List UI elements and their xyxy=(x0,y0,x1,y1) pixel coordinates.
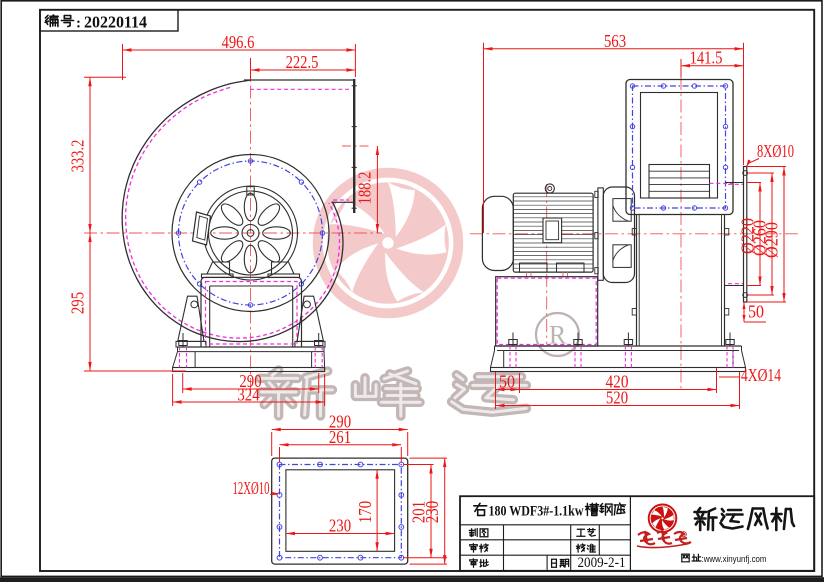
svg-text:Ø260: Ø260 xyxy=(750,220,770,256)
svg-text:R: R xyxy=(549,321,567,350)
svg-text:Ø220: Ø220 xyxy=(738,218,758,254)
svg-text:Ø290: Ø290 xyxy=(762,222,782,258)
svg-text:4XØ14: 4XØ14 xyxy=(741,365,781,385)
svg-text:50: 50 xyxy=(499,372,515,392)
svg-text:563: 563 xyxy=(604,31,626,51)
svg-text:R: R xyxy=(682,534,686,539)
svg-text:20220114: 20220114 xyxy=(84,12,147,31)
svg-text::: : xyxy=(76,15,81,31)
svg-text:188.2: 188.2 xyxy=(355,172,375,205)
svg-text:201: 201 xyxy=(409,501,429,523)
svg-text:170: 170 xyxy=(355,501,375,523)
svg-text:290: 290 xyxy=(239,371,261,391)
svg-text:2009-2-1: 2009-2-1 xyxy=(578,555,626,571)
svg-text:420: 420 xyxy=(606,372,629,392)
svg-text:230: 230 xyxy=(422,501,442,523)
svg-text:50: 50 xyxy=(748,302,764,322)
svg-text:180 WDF3#-1.1kw: 180 WDF3#-1.1kw xyxy=(489,503,584,519)
svg-text:496.6: 496.6 xyxy=(222,32,255,52)
svg-text:290: 290 xyxy=(329,412,351,432)
svg-text::www.xinyunfj.com: :www.xinyunfj.com xyxy=(702,554,767,564)
svg-text:8XØ10: 8XØ10 xyxy=(757,141,794,161)
svg-text:333.2: 333.2 xyxy=(68,140,88,173)
svg-text:230: 230 xyxy=(329,516,351,536)
svg-text:141.5: 141.5 xyxy=(690,48,723,68)
svg-text:12XØ10: 12XØ10 xyxy=(233,478,270,498)
svg-text:520: 520 xyxy=(606,388,628,408)
svg-text:295: 295 xyxy=(68,292,88,314)
svg-text:261: 261 xyxy=(329,427,351,447)
svg-text:222.5: 222.5 xyxy=(286,52,319,72)
svg-text:324: 324 xyxy=(237,385,259,405)
